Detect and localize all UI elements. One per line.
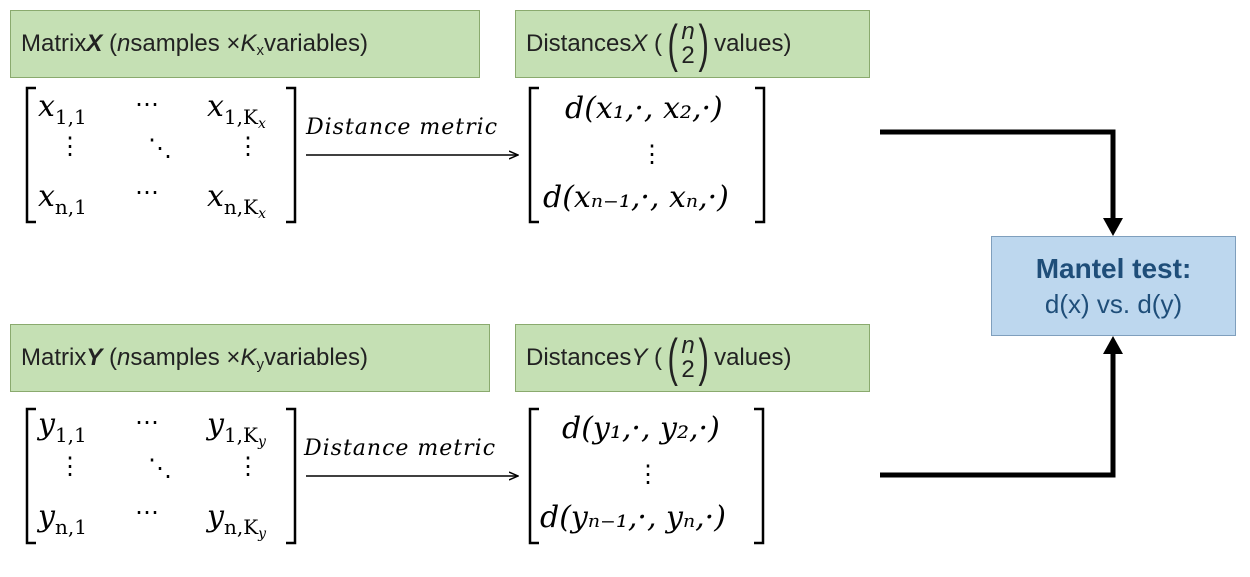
matrix-x-hdots-n: ⋯ — [135, 178, 159, 206]
distances-x-prefix: Distances — [526, 30, 632, 57]
distances-y-suffix: values) — [714, 344, 792, 371]
matrix-y-vdots-left: ⋮ — [58, 452, 82, 480]
distance-metric-label-x: Distance metric — [306, 115, 499, 140]
matrix-y-hdots-1: ⋯ — [135, 408, 159, 436]
matrix-x-vdots-right: ⋮ — [236, 132, 260, 160]
matrix-y-cell-n-K: yn,Ky — [207, 499, 267, 542]
binom-top: n — [681, 18, 695, 45]
mantel-test-box: Mantel test: d(x) vs. d(y) — [991, 236, 1236, 336]
matrix-x-n: n — [117, 30, 131, 57]
matrix-y-vdots-right: ⋮ — [236, 452, 260, 480]
matrix-x-K: K — [240, 30, 257, 57]
arrowhead-x — [1103, 218, 1123, 236]
distance-y-vdots: ⋮ — [636, 460, 660, 488]
matrix-x-ddots: ⋱ — [148, 134, 172, 162]
dist-y-left-bracket — [528, 407, 539, 545]
matrix-y-left-bracket — [25, 407, 36, 545]
distances-y-letter: Y — [631, 344, 648, 371]
dist-x-right-bracket — [755, 86, 766, 224]
matrix-x-left-bracket — [25, 86, 36, 224]
matrix-x-mid: samples × — [130, 30, 241, 57]
matrix-x-right-bracket — [286, 86, 297, 224]
matrix-y-cell-1-K: y1,Ky — [207, 407, 266, 450]
matrix-x-suffix: variables) — [263, 30, 369, 57]
matrix-y-ddots: ⋱ — [148, 454, 172, 482]
matrix-x-cell-1-K: x1,Kx — [207, 89, 266, 132]
matrix-y-cell-n-1: yn,1 — [38, 499, 87, 539]
matrix-x-K-sub: x — [256, 41, 264, 59]
mantel-title: Mantel test: — [1035, 252, 1192, 284]
matrix-y-prefix: Matrix — [21, 344, 87, 371]
matrix-y-n: n — [117, 344, 131, 371]
matrix-x-hdots-1: ⋯ — [135, 90, 159, 118]
matrix-y-K-sub: y — [256, 355, 264, 373]
matrix-y-right-bracket — [286, 407, 297, 545]
distance-y-first: d(y₁,·, y₂,·) — [562, 411, 720, 446]
matrix-x-cell-n-1: xn,1 — [38, 179, 87, 219]
distance-x-first: d(x₁,·, x₂,·) — [565, 91, 723, 126]
matrix-y-letter: Y — [86, 344, 103, 371]
matrix-y-hdots-n: ⋯ — [135, 498, 159, 526]
matrix-x-prefix: Matrix — [21, 30, 87, 57]
binom-top: n — [681, 332, 695, 359]
distance-x-vdots: ⋮ — [640, 140, 664, 168]
binom-bottom: 2 — [681, 42, 695, 69]
matrix-x-cell-n-K: xn,Kx — [207, 179, 267, 222]
matrix-y-suffix: variables) — [263, 344, 369, 371]
matrix-y-cell-1-1: y1,1 — [38, 407, 87, 447]
dist-y-right-bracket — [754, 407, 765, 545]
distance-y-last: d(yₙ₋₁,·, yₙ,·) — [540, 500, 726, 535]
dist-x-left-bracket — [528, 86, 539, 224]
distance-metric-label-y: Distance metric — [304, 436, 497, 461]
mantel-subtitle: d(x) vs. d(y) — [1044, 288, 1183, 319]
matrix-x-letter: X — [86, 30, 103, 57]
matrix-x-cell-1-1: x1,1 — [38, 89, 87, 129]
distances-y-prefix: Distances — [526, 344, 632, 371]
matrix-x-vdots-left: ⋮ — [58, 132, 82, 160]
binom-bottom: 2 — [681, 356, 695, 383]
connector-x-to-mantel — [880, 129, 1116, 222]
matrix-y-mid: samples × — [130, 344, 241, 371]
distances-x-suffix: values) — [714, 30, 792, 57]
arrowhead-y — [1103, 336, 1123, 354]
matrix-y-K: K — [240, 344, 257, 371]
distances-x-letter: X — [631, 30, 648, 57]
connector-y-to-mantel — [880, 352, 1116, 478]
distance-x-last: d(xₙ₋₁,·, xₙ,·) — [543, 180, 729, 215]
